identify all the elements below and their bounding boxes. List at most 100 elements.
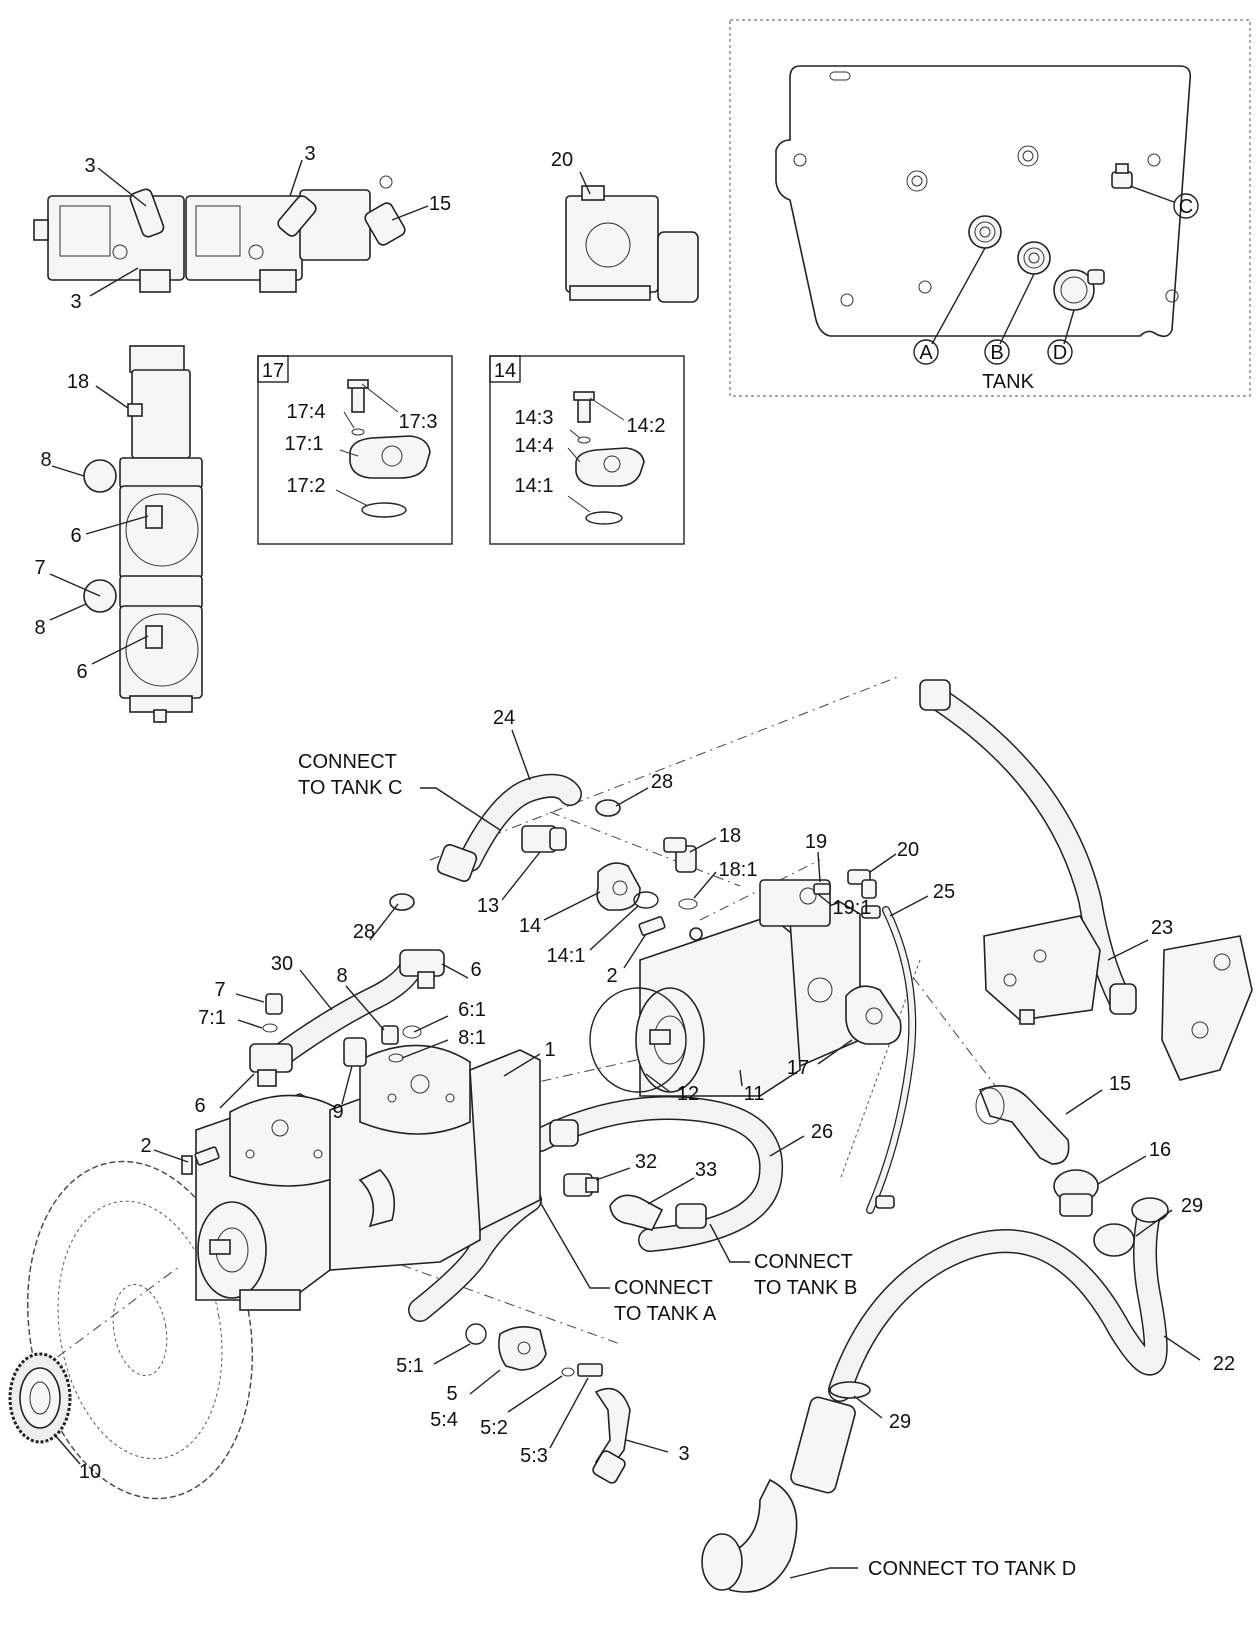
clamp-28-upper	[595, 799, 621, 817]
fitting-32	[563, 1173, 599, 1197]
callout-5-1: 5:1	[396, 1355, 424, 1377]
callout-28: 28	[651, 771, 673, 793]
tank-port-c-fitting	[1111, 163, 1133, 189]
pump-side-view-top	[33, 175, 406, 293]
inset-14-tag: 14	[494, 360, 516, 382]
callout-6: 6	[194, 1095, 205, 1117]
hose-end-tank-d	[701, 1396, 856, 1593]
callout-5: 5	[446, 1383, 457, 1405]
callout-2: 2	[140, 1135, 151, 1157]
callout-7: 7	[34, 557, 45, 579]
callout-6: 6	[70, 525, 81, 547]
inset-14: 14	[489, 355, 685, 545]
tandem-pump-1	[195, 1044, 579, 1311]
adapter-16	[1053, 1169, 1099, 1217]
flange-14	[596, 862, 641, 911]
callout-26: 26	[811, 1121, 833, 1143]
clamp-29-upper	[1093, 1223, 1135, 1257]
callout-8: 8	[34, 617, 45, 639]
note-connect-tank-d: CONNECT TO TANK D	[868, 1558, 1076, 1580]
flywheel-ring	[27, 1160, 253, 1500]
callout-2: 2	[606, 965, 617, 987]
tee-6	[249, 1043, 293, 1087]
callout-29: 29	[889, 1411, 911, 1433]
callout-8: 8	[336, 965, 347, 987]
callout-29: 29	[1181, 1195, 1203, 1217]
note-connect-tank-c-line2: TO TANK C	[298, 777, 402, 799]
callout-6: 6	[470, 959, 481, 981]
note-connect-tank-c-line1: CONNECT	[298, 751, 397, 773]
callout-20: 20	[551, 149, 573, 171]
callout-18-1: 18:1	[719, 859, 758, 881]
note-connect-tank-b-line2: TO TANK B	[754, 1277, 857, 1299]
port-d-letter: D	[1053, 342, 1067, 364]
valve-block-right	[1161, 935, 1253, 1081]
flange-17	[845, 985, 902, 1045]
hose-25	[866, 906, 917, 1214]
tank-detail-frame	[729, 19, 1251, 397]
hose-23	[919, 679, 1137, 1015]
callout-7-1: 7:1	[198, 1007, 226, 1029]
tank-plate	[775, 65, 1192, 338]
callout-13: 13	[477, 895, 499, 917]
callout-14: 14	[519, 915, 541, 937]
label-14-4: 14:4	[515, 435, 554, 457]
elbow-15	[975, 1084, 1070, 1165]
callout-30: 30	[271, 953, 293, 975]
washer-18-1	[678, 898, 698, 910]
port-a-marker	[913, 339, 939, 365]
callout-18: 18	[67, 371, 89, 393]
port-c-letter: C	[1179, 196, 1193, 218]
callout-32: 32	[635, 1151, 657, 1173]
tank-port-a-fitting	[968, 215, 1002, 249]
callout-8: 8	[40, 449, 51, 471]
fitting-13	[521, 825, 567, 853]
drive-gear-10	[8, 1352, 72, 1444]
port-b-letter: B	[990, 342, 1003, 364]
o-ring-14-1	[633, 891, 659, 909]
tank-port-b-fitting	[1017, 241, 1051, 275]
label-17-3: 17:3	[399, 411, 438, 433]
callout-23: 23	[1151, 917, 1173, 939]
tank-title: TANK	[982, 371, 1035, 393]
port-c-marker	[1173, 193, 1199, 219]
callout-33: 33	[695, 1159, 717, 1181]
note-connect-tank-b-line1: CONNECT	[754, 1251, 853, 1273]
callout-3: 3	[84, 155, 95, 177]
callout-24: 24	[493, 707, 515, 729]
label-17-2: 17:2	[287, 475, 326, 497]
callout-25: 25	[933, 881, 955, 903]
elbow-18	[663, 837, 697, 873]
washer-5-2	[561, 1367, 575, 1377]
fitting-7	[265, 993, 283, 1015]
bolt-5-3	[577, 1363, 603, 1377]
elbow-6-upper	[399, 949, 445, 989]
callout-7: 7	[214, 979, 225, 1001]
callout-5-2: 5:2	[480, 1417, 508, 1439]
plug-9	[343, 1037, 367, 1067]
fitting-8	[381, 1025, 399, 1045]
o-ring-12	[589, 987, 687, 1093]
label-14-3: 14:3	[515, 407, 554, 429]
callout-28: 28	[353, 921, 375, 943]
note-connect-tank-a-line1: CONNECT	[614, 1277, 713, 1299]
callout-22: 22	[1213, 1353, 1235, 1375]
hose-26	[528, 1096, 784, 1252]
callout-14-1: 14:1	[547, 945, 586, 967]
port-b-marker	[984, 339, 1010, 365]
callout-16: 16	[1149, 1139, 1171, 1161]
callout-3: 3	[678, 1443, 689, 1465]
bolt-2-left	[181, 1146, 220, 1175]
pump-end-view	[565, 185, 699, 303]
clamp-28-lower	[389, 893, 415, 911]
elbow-20	[847, 869, 877, 899]
callout-9: 9	[332, 1101, 343, 1123]
callout-1: 1	[544, 1039, 555, 1061]
callout-11: 11	[744, 1083, 765, 1105]
port-d-marker	[1047, 339, 1073, 365]
flange-5	[498, 1326, 547, 1371]
label-17-4: 17:4	[287, 401, 326, 423]
label-14-2: 14:2	[627, 415, 666, 437]
callout-20: 20	[897, 839, 919, 861]
fitting-25-upper	[861, 905, 881, 919]
